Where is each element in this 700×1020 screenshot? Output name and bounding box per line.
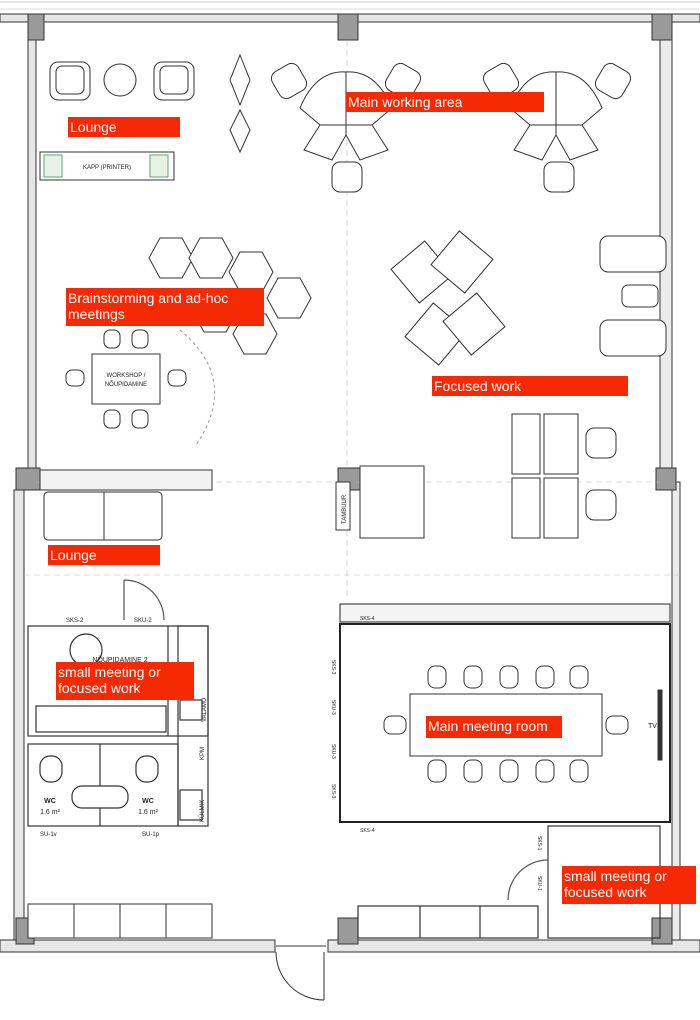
zone-lounge-bottom: Lounge bbox=[48, 545, 160, 565]
sku3-tag-a: SKU-3 bbox=[330, 700, 336, 715]
lower-left-rooms bbox=[27, 579, 209, 827]
meeting-room-labels: TV SKS-4 SKS-4 SKS-3 SKU-3 SKU-3 SKS-3 bbox=[330, 616, 657, 834]
vestibule: TAMBUUR bbox=[335, 465, 425, 539]
zone-small-meeting-left: small meeting or focused work bbox=[56, 662, 194, 700]
focused-work-benches bbox=[511, 413, 617, 539]
lower-left-labels: SKS-2 SKU-2 NÕUPIDAMINE 2 VALAMU KPM KÜL… bbox=[40, 618, 208, 838]
storage-cabinets bbox=[27, 903, 213, 939]
noupidamine2-label: NÕUPIDAMINE 2 bbox=[92, 655, 147, 664]
lounge-bottom-sofa bbox=[39, 469, 213, 541]
workstation-cluster-right bbox=[482, 62, 632, 193]
wc1-area: 1.6 m² bbox=[40, 809, 61, 816]
su1p-tag: SU-1p bbox=[142, 832, 160, 838]
small-room-right bbox=[357, 825, 661, 939]
workstation-cluster-left bbox=[270, 62, 422, 193]
zone-brainstorming: Brainstorming and ad-hoc meetings bbox=[66, 288, 264, 326]
valamu-label: VALAMU bbox=[202, 698, 208, 722]
wc2-label: WC bbox=[142, 798, 154, 805]
workshop-label-1: WORKSHOP / bbox=[107, 373, 146, 379]
zone-main-meeting-room: Main meeting room bbox=[426, 716, 562, 738]
kpm-label: KPM bbox=[200, 747, 206, 760]
entrance-door bbox=[275, 945, 326, 1001]
sks2-tag: SKS-2 bbox=[66, 618, 84, 624]
su1v-tag: SU-1v bbox=[40, 832, 57, 838]
tv-label: TV bbox=[648, 723, 657, 730]
printer-cabinet: KAPP (PRINTER) bbox=[39, 151, 175, 181]
sks3-tag-b: SKS-3 bbox=[330, 784, 336, 799]
zone-main-working-area: Main working area bbox=[346, 92, 544, 112]
small-room-right-labels: SKS-1 SKU-1 bbox=[536, 836, 542, 891]
kulmik-label: KÜLMIK bbox=[199, 800, 206, 822]
focused-work-desks bbox=[390, 230, 667, 366]
sku2-tag: SKU-2 bbox=[134, 618, 152, 624]
sks1-tag: SKS-1 bbox=[536, 836, 542, 851]
workshop-label-2: NÕUPIDAMINE bbox=[105, 381, 147, 388]
workshop-table: WORKSHOP / NÕUPIDAMINE bbox=[65, 329, 216, 446]
lounge-top-furniture bbox=[49, 53, 251, 154]
printer-label: KAPP (PRINTER) bbox=[83, 165, 131, 171]
wc2-area: 1.6 m² bbox=[138, 809, 159, 816]
sks4-tag-top: SKS-4 bbox=[360, 616, 375, 622]
wc1-label: WC bbox=[44, 798, 56, 805]
zone-focused-work: Focused work bbox=[432, 376, 628, 396]
sks4-tag-bottom: SKS-4 bbox=[360, 828, 375, 834]
main-meeting-room bbox=[339, 603, 671, 823]
sku3-tag-b: SKU-3 bbox=[330, 744, 336, 759]
sks3-tag-a: SKS-3 bbox=[330, 660, 336, 675]
zone-lounge-top: Lounge bbox=[68, 117, 180, 137]
tamburi-label: TAMBUUR bbox=[342, 494, 348, 524]
zone-small-meeting-right: small meeting or focused work bbox=[562, 866, 696, 904]
sku1-tag: SKU-1 bbox=[536, 876, 542, 891]
